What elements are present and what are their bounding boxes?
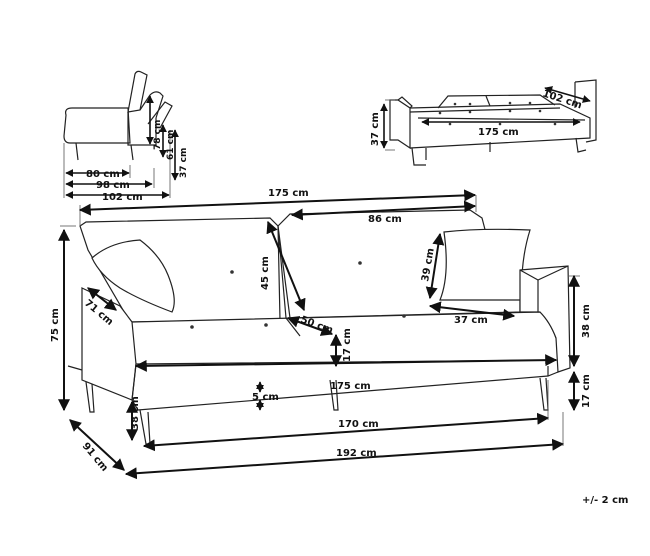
label-bed-37: 37 cm [370, 112, 381, 146]
label-base-170: 170 cm [338, 419, 379, 430]
label-side-37: 37 cm [179, 148, 189, 178]
bed-view-drawing [380, 79, 597, 166]
label-pillow-37: 37 cm [454, 315, 488, 326]
label-side-61: 61 cm [166, 130, 176, 160]
label-front-38: 38 cm [130, 396, 141, 430]
label-bed-175: 175 cm [478, 127, 519, 138]
label-leg-5: 5 cm [252, 392, 279, 403]
label-back-45: 45 cm [260, 256, 271, 290]
label-depth-91: 91 cm [80, 441, 110, 474]
label-seat-17: 17 cm [342, 328, 353, 362]
label-total-192: 192 cm [336, 448, 377, 459]
main-dimension-lines [58, 189, 580, 480]
label-top-175: 175 cm [268, 188, 309, 199]
label-height-75: 75 cm [50, 308, 61, 342]
label-side-102: 102 cm [102, 192, 143, 203]
label-right-17: 17 cm [581, 374, 592, 408]
label-side-98: 98 cm [96, 180, 130, 191]
label-back-86: 86 cm [368, 214, 402, 225]
main-sofa-drawing [67, 209, 571, 445]
label-side-78: 78 cm [153, 120, 163, 150]
label-inner-175: 175 cm [330, 381, 371, 392]
label-side-80: 80 cm [86, 169, 120, 180]
label-right-38: 38 cm [581, 304, 592, 338]
label-tolerance: +/- 2 cm [582, 495, 628, 506]
